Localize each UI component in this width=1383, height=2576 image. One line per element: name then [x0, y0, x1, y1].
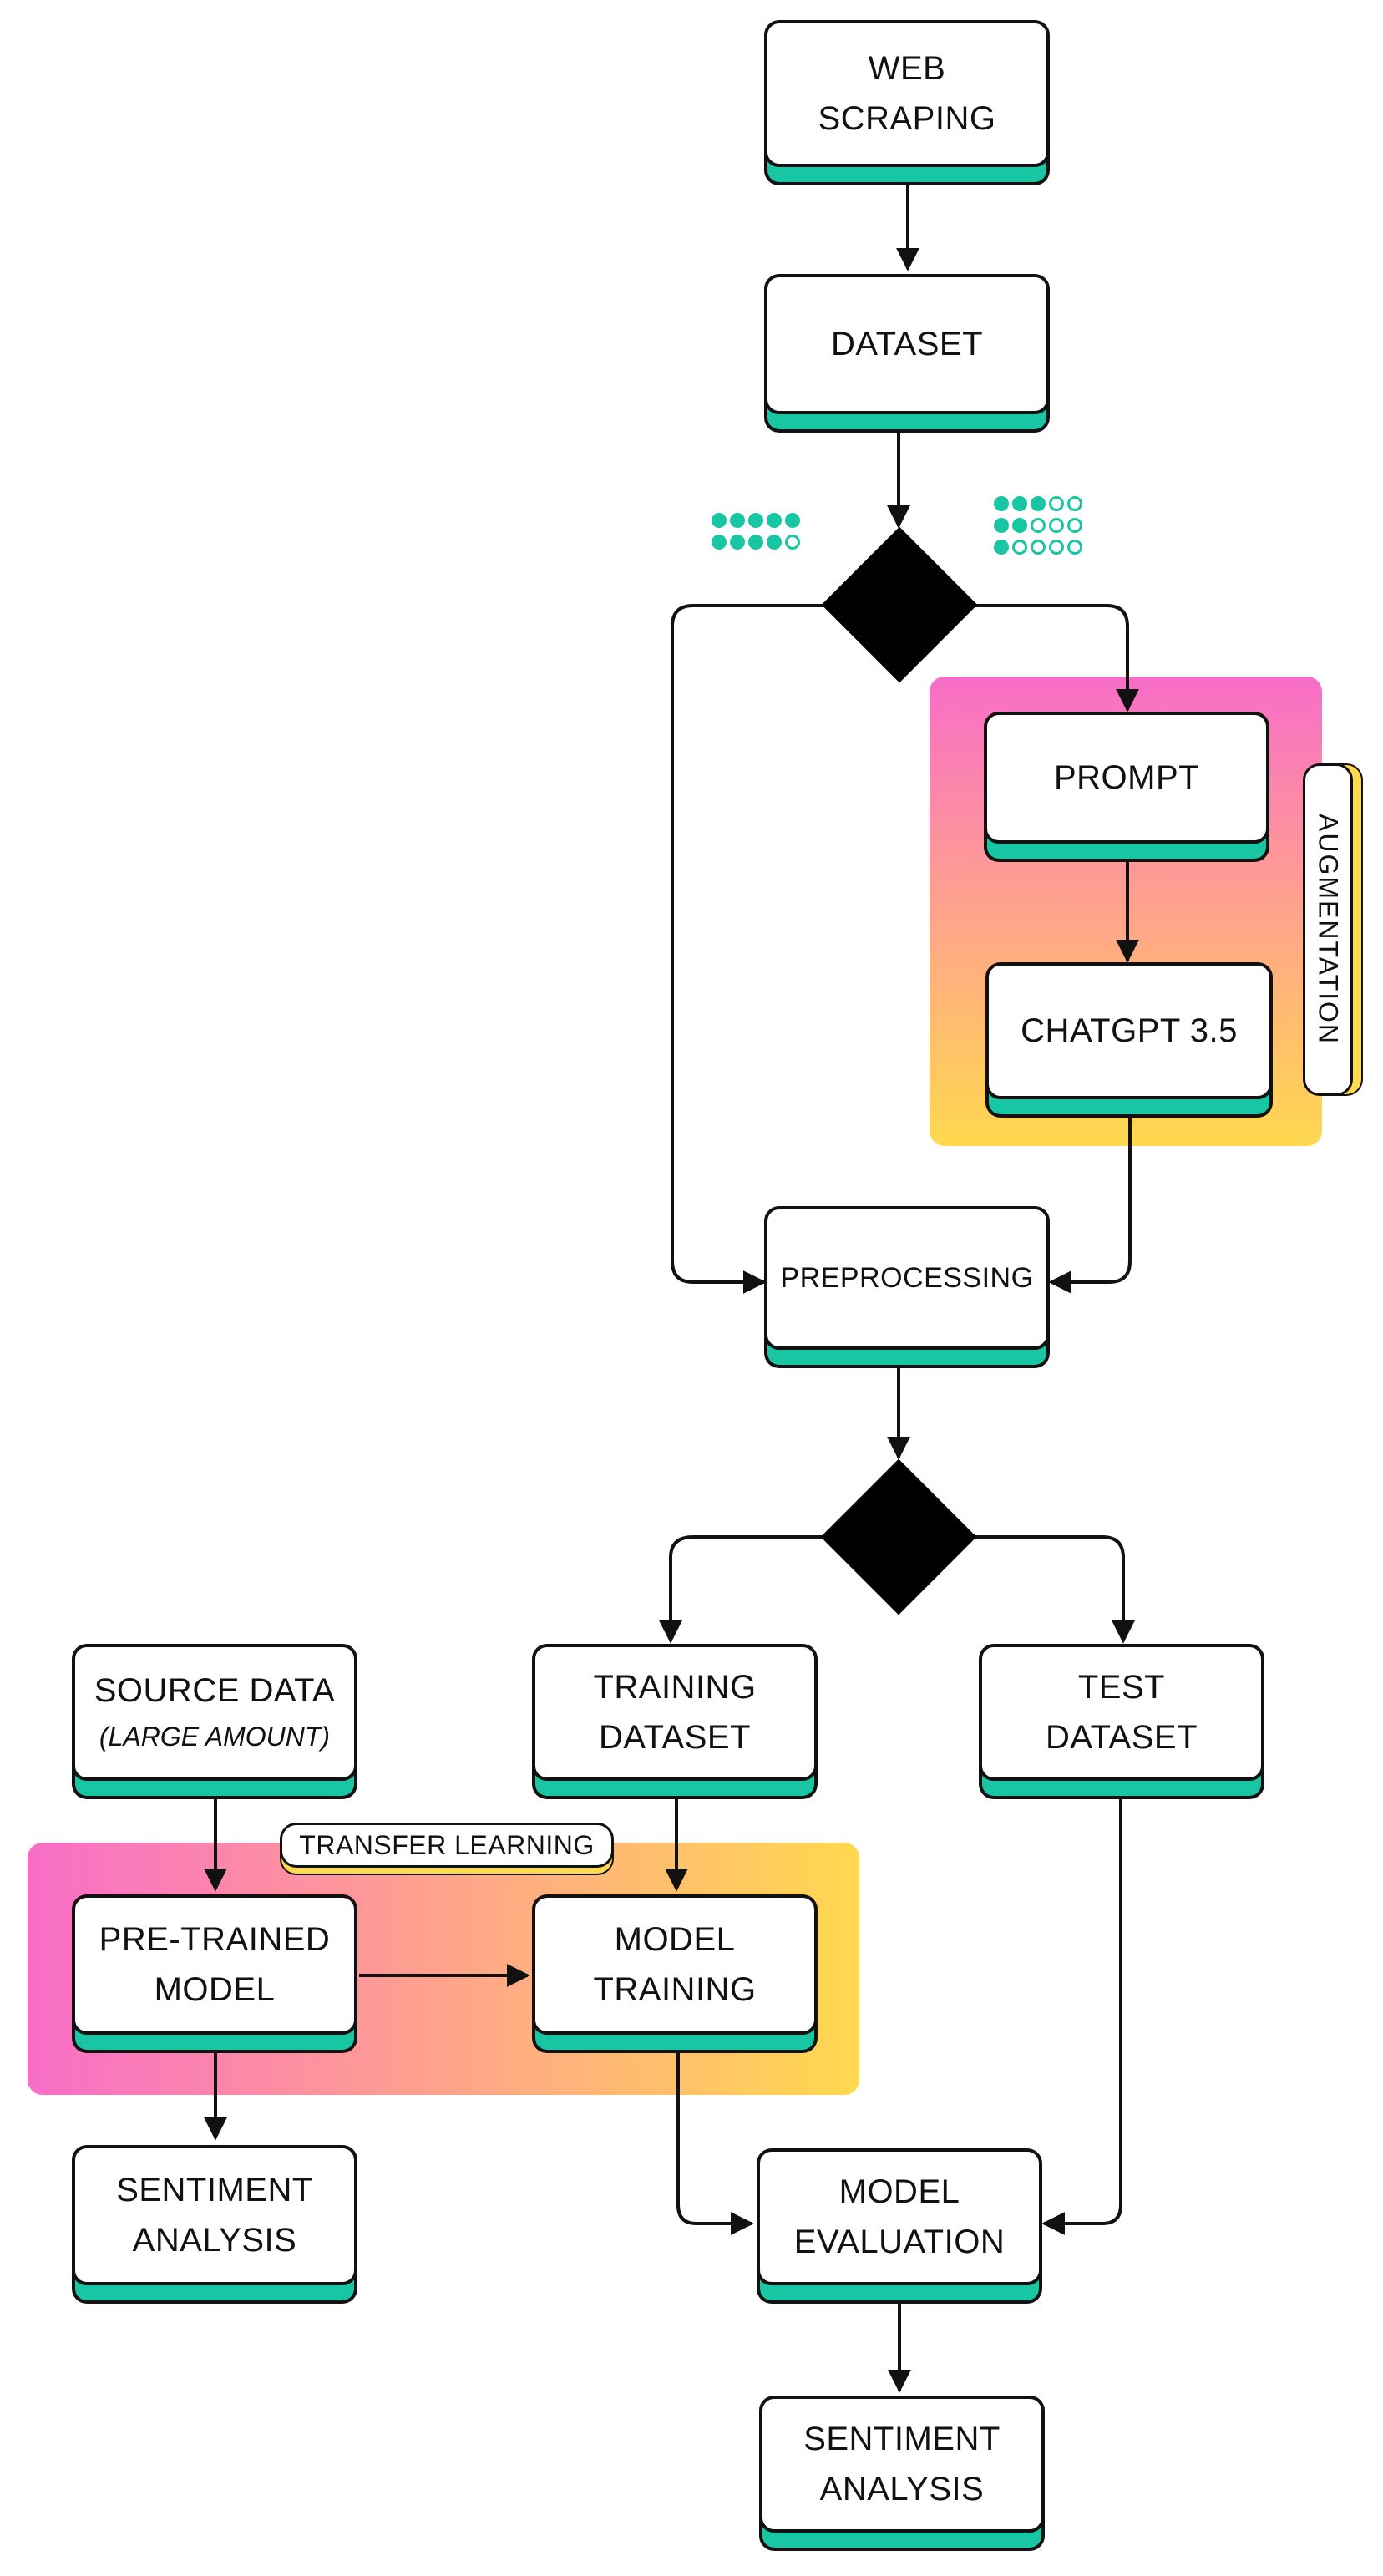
indicator-dot-row [994, 496, 1082, 511]
empty-dot-icon [1067, 540, 1082, 555]
test-dataset-node: TEST DATASET [979, 1644, 1264, 1781]
empty-dot-icon [1049, 540, 1064, 555]
sentiment-left-label-line2: ANALYSIS [132, 2222, 297, 2259]
training-dataset-label-line2: DATASET [598, 1719, 752, 1756]
empty-dot-icon [1031, 540, 1046, 555]
web-scraping-label-line1: WEB [868, 50, 946, 87]
augmentation-tag: AUGMENTATION [1303, 763, 1353, 1096]
filled-dot-icon [748, 535, 763, 550]
empty-dot-icon [1012, 540, 1027, 555]
filled-dot-icon [994, 518, 1009, 533]
dataset-node: DATASET [764, 274, 1050, 414]
pretrained-model-node: PRE-TRAINED MODEL [72, 1894, 357, 2035]
model-training-node: MODEL TRAINING [532, 1894, 818, 2035]
source-data-sublabel: (LARGE AMOUNT) [99, 1722, 331, 1752]
original-data-indicator [712, 513, 800, 556]
filled-dot-icon [767, 535, 782, 550]
empty-dot-icon [1067, 496, 1082, 511]
decision-diamond-train-test [820, 1458, 977, 1615]
filled-dot-icon [785, 513, 800, 528]
arrow-decision-to-preprocessing [671, 604, 825, 1294]
empty-dot-icon [785, 535, 800, 550]
filled-dot-icon [730, 513, 745, 528]
pretrained-model-label-line2: MODEL [154, 1971, 276, 2008]
filled-dot-icon [748, 513, 763, 528]
empty-dot-icon [1049, 518, 1064, 533]
augmented-data-indicator [994, 496, 1082, 561]
filled-dot-icon [730, 535, 745, 550]
model-evaluation-label-line1: MODEL [838, 2173, 960, 2210]
source-data-node: SOURCE DATA (LARGE AMOUNT) [72, 1644, 357, 1781]
indicator-dot-row [712, 513, 800, 528]
transfer-learning-tag: TRANSFER LEARNING [280, 1823, 614, 1868]
source-data-label: SOURCE DATA [94, 1672, 336, 1710]
prompt-label: PROMPT [1053, 759, 1200, 796]
filled-dot-icon [1031, 496, 1046, 511]
sentiment-bottom-label-line2: ANALYSIS [819, 2471, 985, 2508]
arrow-test-to-evaluation [1041, 1796, 1122, 2235]
indicator-dot-row [712, 535, 800, 550]
transfer-learning-tag-label: TRANSFER LEARNING [299, 1829, 595, 1860]
preprocessing-label: PREPROCESSING [780, 1261, 1034, 1294]
decision-diamond-split [821, 526, 978, 683]
empty-dot-icon [1049, 496, 1064, 511]
sentiment-analysis-left-node: SENTIMENT ANALYSIS [72, 2145, 357, 2285]
model-training-label-line1: MODEL [614, 1921, 736, 1958]
pretrained-model-label-line1: PRE-TRAINED [99, 1921, 331, 1958]
sentiment-left-label-line1: SENTIMENT [116, 2172, 313, 2208]
indicator-dot-row [994, 518, 1082, 533]
filled-dot-icon [712, 535, 727, 550]
chatgpt-node: CHATGPT 3.5 [985, 962, 1273, 1099]
sentiment-analysis-bottom-node: SENTIMENT ANALYSIS [759, 2396, 1045, 2533]
arrow-decision-to-training [659, 1535, 823, 1644]
web-scraping-label-line2: SCRAPING [818, 100, 996, 137]
chatgpt-label: CHATGPT 3.5 [1021, 1012, 1238, 1049]
training-dataset-label-line1: TRAINING [593, 1669, 757, 1706]
model-evaluation-label-line2: EVALUATION [793, 2224, 1006, 2260]
prompt-node: PROMPT [984, 712, 1269, 844]
augmentation-tag-label: AUGMENTATION [1313, 814, 1344, 1046]
model-evaluation-node: MODEL EVALUATION [757, 2148, 1042, 2285]
test-dataset-label-line2: DATASET [1045, 1719, 1198, 1756]
arrow-decision-to-test [975, 1535, 1135, 1644]
web-scraping-node: WEB SCRAPING [764, 20, 1050, 167]
dataset-label: DATASET [830, 326, 984, 363]
filled-dot-icon [994, 496, 1009, 511]
filled-dot-icon [994, 540, 1009, 555]
indicator-dot-row [994, 540, 1082, 555]
test-dataset-label-line1: TEST [1077, 1669, 1166, 1706]
filled-dot-icon [712, 513, 727, 528]
filled-dot-icon [1012, 518, 1027, 533]
empty-dot-icon [1067, 518, 1082, 533]
preprocessing-node: PREPROCESSING [764, 1206, 1050, 1350]
filled-dot-icon [1012, 496, 1027, 511]
filled-dot-icon [767, 513, 782, 528]
empty-dot-icon [1031, 518, 1046, 533]
training-dataset-node: TRAINING DATASET [532, 1644, 818, 1781]
model-training-label-line2: TRAINING [593, 1971, 757, 2008]
sentiment-bottom-label-line1: SENTIMENT [803, 2421, 1001, 2457]
